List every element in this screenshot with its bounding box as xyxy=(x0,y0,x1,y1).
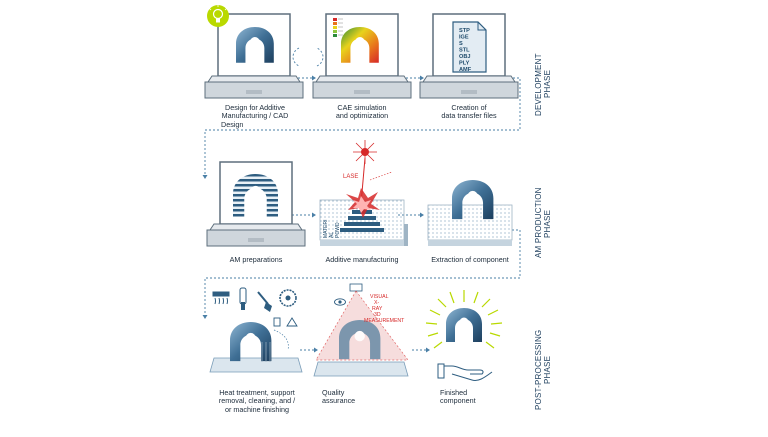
support-structure xyxy=(261,342,271,362)
work-platform xyxy=(313,361,409,377)
finished-part xyxy=(446,308,482,342)
finishing-arrow xyxy=(273,329,289,351)
trash-icon xyxy=(273,317,281,327)
powder-bed-icon xyxy=(427,204,513,246)
file-icon xyxy=(452,21,487,73)
file-type-label: STP xyxy=(459,28,470,34)
file-type-label: OBJ xyxy=(459,54,471,60)
file-type-list: STP IGE S STL OBJ PLY AMF xyxy=(459,28,472,73)
step-caption-am: Additive manufacturing xyxy=(325,255,399,264)
step-caption-finished: Finished component xyxy=(440,388,476,406)
laptop-icon xyxy=(204,13,304,99)
step-caption-transfer: Creation of data transfer files xyxy=(441,103,497,121)
laptop-icon xyxy=(312,13,412,99)
svg-text:MATERI: MATERI xyxy=(323,219,329,238)
flow-arrowheads xyxy=(202,75,430,353)
step-caption-am-prep: AM preparations xyxy=(229,255,283,264)
file-type-label: STL xyxy=(459,48,470,54)
file-type-label: IGE xyxy=(459,35,469,41)
heat-icon xyxy=(212,291,230,305)
file-type-label: S xyxy=(459,41,463,47)
lightbulb-icon xyxy=(207,5,229,27)
step-caption-heat: Heat treatment, support removal, cleanin… xyxy=(218,388,296,414)
step-caption-qa: Quality assurance xyxy=(322,388,356,406)
recycle-icon xyxy=(286,317,298,327)
eye-icon xyxy=(334,298,346,306)
file-type-label: PLY xyxy=(459,61,470,67)
svg-text:VISUAL: VISUAL xyxy=(370,294,389,300)
color-scale-legend xyxy=(333,18,343,37)
work-platform xyxy=(209,357,303,373)
scraper-icon xyxy=(239,287,247,310)
svg-text:MEASUREMENT: MEASUREMENT xyxy=(364,318,405,324)
svg-text:3D: 3D xyxy=(374,312,381,318)
process-flow-line xyxy=(204,77,521,351)
material-powder-label: MATERI AL POWD xyxy=(323,219,341,238)
phase-label-development: DEVELOPMENT PHASE xyxy=(534,53,552,116)
file-type-label: AMF xyxy=(459,67,472,73)
svg-text:RAY: RAY xyxy=(372,306,383,312)
step-caption-cae: CAE simulation and optimization xyxy=(335,103,389,121)
hand-icon xyxy=(437,363,493,381)
svg-text:X-: X- xyxy=(374,300,379,306)
qa-method-labels: VISUAL X- RAY 3D MEASUREMENT xyxy=(364,294,405,324)
optimization-cycle-icon xyxy=(292,47,324,67)
svg-text:AL: AL xyxy=(329,232,335,238)
laser-icon: LASE xyxy=(343,140,393,218)
step-caption-design: Design for Additive Manufacturing / CAD … xyxy=(221,103,289,129)
step-caption-extraction: Extraction of component xyxy=(431,255,509,264)
post-processed-part xyxy=(230,322,272,362)
saw-blade-icon xyxy=(279,289,297,307)
brush-icon xyxy=(257,291,272,312)
laser-label: LASE xyxy=(343,174,358,180)
phase-label-post-processing: POST-PROCESSING PHASE xyxy=(534,329,552,410)
glow-rays xyxy=(425,290,503,349)
phase-label-production: AM PRODUCTION PHASE xyxy=(534,187,552,258)
svg-text:POWD: POWD xyxy=(335,222,341,238)
